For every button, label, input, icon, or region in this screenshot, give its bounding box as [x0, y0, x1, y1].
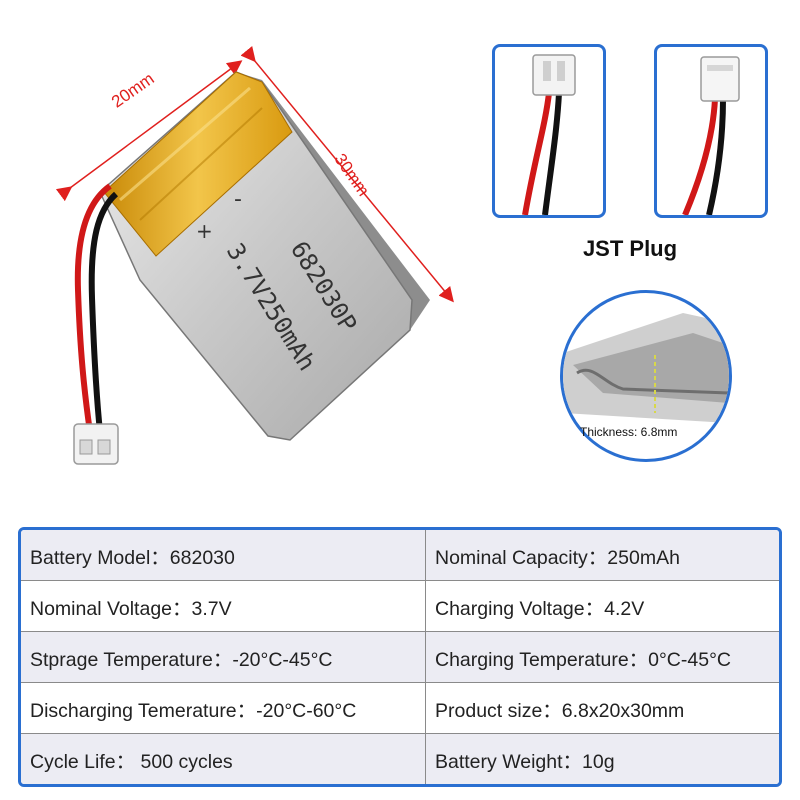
- battery-plus-sign: +: [196, 219, 213, 243]
- thickness-label: Thickness: 6.8mm: [580, 425, 678, 439]
- spec-nominal-voltage: Nominal Voltage：3.7V: [21, 581, 426, 631]
- dimension-arrow-width: [55, 60, 243, 202]
- spec-row: Battery Model：682030 Nominal Capacity：25…: [21, 530, 779, 580]
- plug-caption: JST Plug: [582, 236, 678, 261]
- spec-battery-model: Battery Model：682030: [21, 530, 426, 580]
- spec-row: Cycle Life： 500 cycles Battery Weight：10…: [21, 733, 779, 784]
- dimension-arrow-length: [240, 45, 454, 303]
- spec-row: Stprage Temperature：-20°C-45°C Charging …: [21, 631, 779, 682]
- wire-black: [88, 191, 119, 433]
- spec-product-size: Product size：6.8x20x30mm: [435, 699, 685, 722]
- plug-photo-front: [492, 44, 606, 218]
- spec-nominal-capacity: Nominal Capacity：250mAh: [426, 530, 779, 580]
- battery-illustration: 682030P 3.7V250mAh + -: [55, 45, 454, 465]
- spec-charging-temperature: Charging Temperature：0°C-45°C: [426, 632, 779, 682]
- spec-table: Battery Model：682030 Nominal Capacity：25…: [18, 527, 782, 787]
- battery-minus-sign: -: [234, 187, 242, 212]
- spec-row: Nominal Voltage：3.7V Charging Voltage：4.…: [21, 580, 779, 631]
- spec-discharging-temperature: Discharging Temerature：-20°C-60°C: [21, 683, 426, 733]
- spec-cycle-life: Cycle Life： 500 cycles: [21, 734, 426, 784]
- wire-red: [74, 183, 112, 433]
- spec-storage-temperature: Stprage Temperature：-20°C-45°C: [21, 632, 426, 682]
- spec-charging-voltage: Charging Voltage：4.2V: [435, 597, 645, 620]
- thickness-closeup: [560, 290, 732, 462]
- spec-row: Discharging Temerature：-20°C-60°C Produc…: [21, 682, 779, 733]
- spec-battery-weight: Battery Weight：10g: [426, 734, 779, 784]
- plug-photo-side: [654, 44, 768, 218]
- battery-jst-connector: [73, 423, 119, 465]
